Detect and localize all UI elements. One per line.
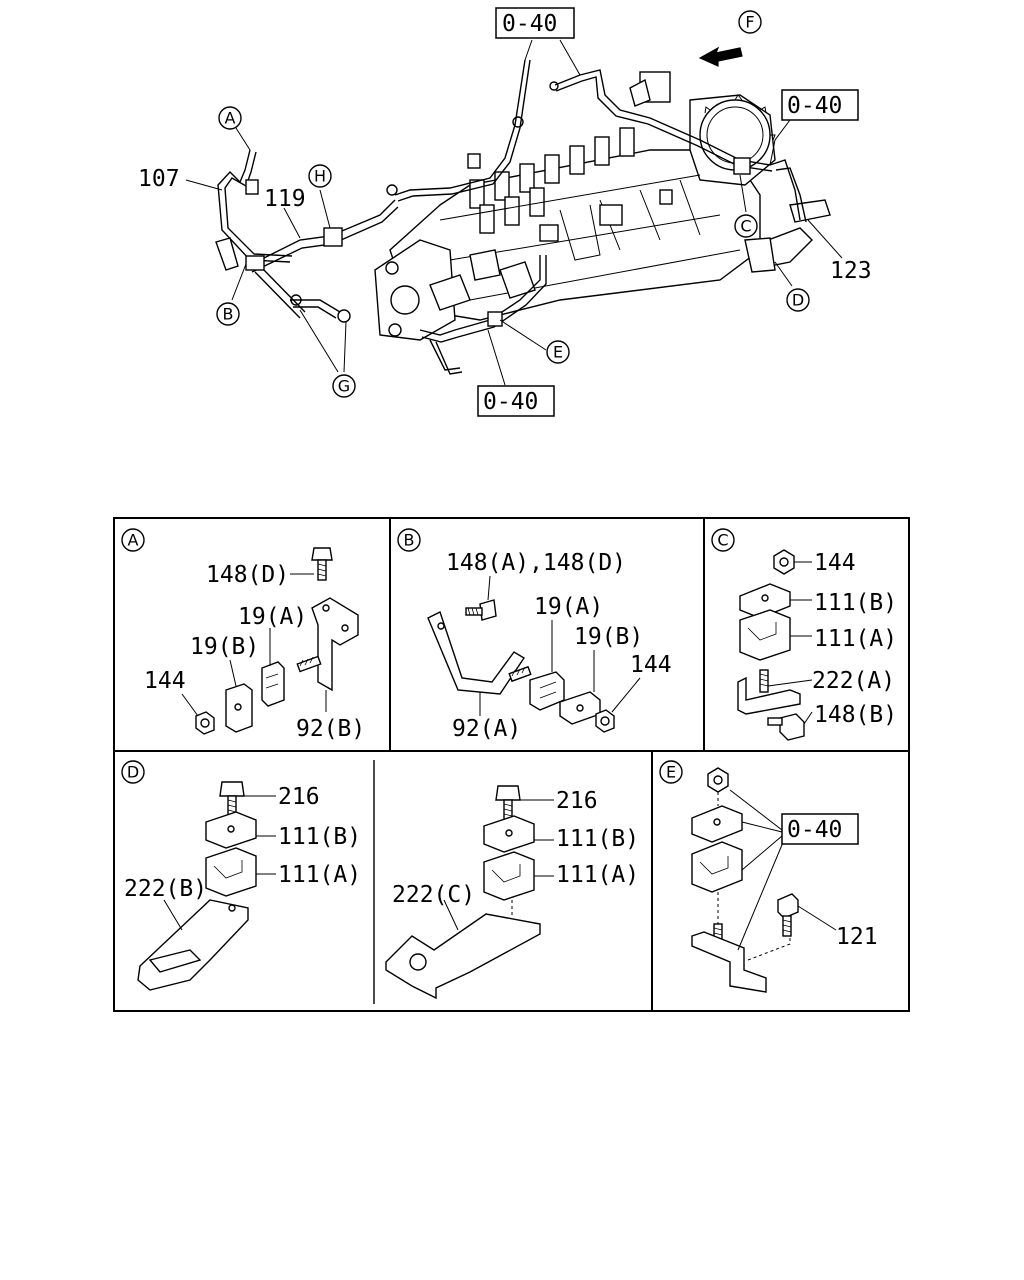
detail-d-right-bolt-label: 216	[556, 788, 598, 814]
detail-b-letter: B	[404, 531, 415, 550]
detail-c-bolt-label: 148(B)	[814, 702, 897, 728]
svg-text:G: G	[338, 377, 350, 396]
detail-d-left-clamp-b-label: 111(B)	[278, 824, 361, 850]
detail-c-bracket-label: 222(A)	[812, 668, 895, 694]
callout-g: G	[332, 374, 356, 398]
detail-b-clamp-a-label: 19(A)	[534, 594, 603, 620]
detail-d-left-bracket-label: 222(B)	[124, 876, 207, 902]
detail-c-letter: C	[717, 531, 728, 550]
callout-e: E	[546, 340, 570, 364]
detail-c-clamp-b-label: 111(B)	[814, 590, 897, 616]
callout-d: D	[786, 288, 810, 312]
part-label-107: 107	[138, 166, 180, 192]
detail-d-left-bolt-label: 216	[278, 784, 320, 810]
injection-pump-assembly	[374, 71, 831, 341]
detail-a-clamp-b-label: 19(B)	[190, 634, 259, 660]
svg-text:C: C	[740, 217, 751, 236]
detail-e-bolt-label: 121	[836, 924, 878, 950]
detail-b: B	[397, 528, 641, 733]
detail-e-ref-box	[781, 813, 859, 845]
detail-b-clamp-b-label: 19(B)	[574, 624, 643, 650]
detail-c: C	[711, 528, 813, 741]
detail-a-bolt-label: 148(D)	[206, 562, 289, 588]
detail-d-left-clamp-a-label: 111(A)	[278, 862, 361, 888]
ref-box-right-text: 0-40	[787, 93, 842, 119]
callout-h: H	[308, 164, 332, 188]
callout-c: C	[734, 214, 758, 238]
callout-a: A	[218, 106, 242, 130]
detail-b-nut-label: 144	[630, 652, 672, 678]
callout-b: B	[216, 302, 240, 326]
detail-c-clamp-a-label: 111(A)	[814, 626, 897, 652]
detail-a-letter: A	[128, 531, 139, 550]
svg-text:A: A	[225, 109, 236, 128]
ref-box-bottom	[477, 385, 555, 417]
view-arrow	[698, 46, 743, 67]
detail-grid	[113, 517, 910, 1012]
detail-d-right-clamp-a-label: 111(A)	[556, 862, 639, 888]
detail-d-right-bracket-label: 222(C)	[392, 882, 475, 908]
detail-e-letter: E	[666, 763, 676, 782]
detail-a: A	[121, 528, 359, 735]
callout-f: F	[738, 10, 762, 34]
ref-box-bottom-text: 0-40	[483, 389, 538, 415]
part-label-123: 123	[830, 258, 872, 284]
detail-d-right-clamp-b-label: 111(B)	[556, 826, 639, 852]
svg-text:F: F	[745, 13, 754, 32]
detail-d-right	[385, 785, 554, 1000]
part-label-119: 119	[264, 186, 306, 212]
fuel-pipes	[215, 59, 807, 375]
svg-text:E: E	[553, 343, 563, 362]
detail-d-left: D	[121, 760, 276, 991]
svg-text:H: H	[314, 167, 326, 186]
detail-a-bracket-label: 92(B)	[296, 716, 365, 742]
detail-e-ref-text: 0-40	[787, 817, 842, 843]
detail-a-clamp-a-label: 19(A)	[238, 604, 307, 630]
svg-text:B: B	[223, 305, 234, 324]
detail-b-bracket-label: 92(A)	[452, 716, 521, 742]
ref-box-right	[781, 89, 859, 121]
ref-box-top	[495, 7, 575, 39]
detail-a-nut-label: 144	[144, 668, 186, 694]
detail-e: E	[659, 760, 837, 993]
main-leaders	[185, 39, 843, 386]
detail-d-letter: D	[127, 763, 139, 782]
ref-box-top-text: 0-40	[502, 11, 557, 37]
svg-text:D: D	[792, 291, 804, 310]
detail-c-nut-label: 144	[814, 550, 856, 576]
delivery-valve-holders	[469, 127, 635, 234]
detail-b-bolts-label: 148(A),148(D)	[446, 550, 626, 576]
